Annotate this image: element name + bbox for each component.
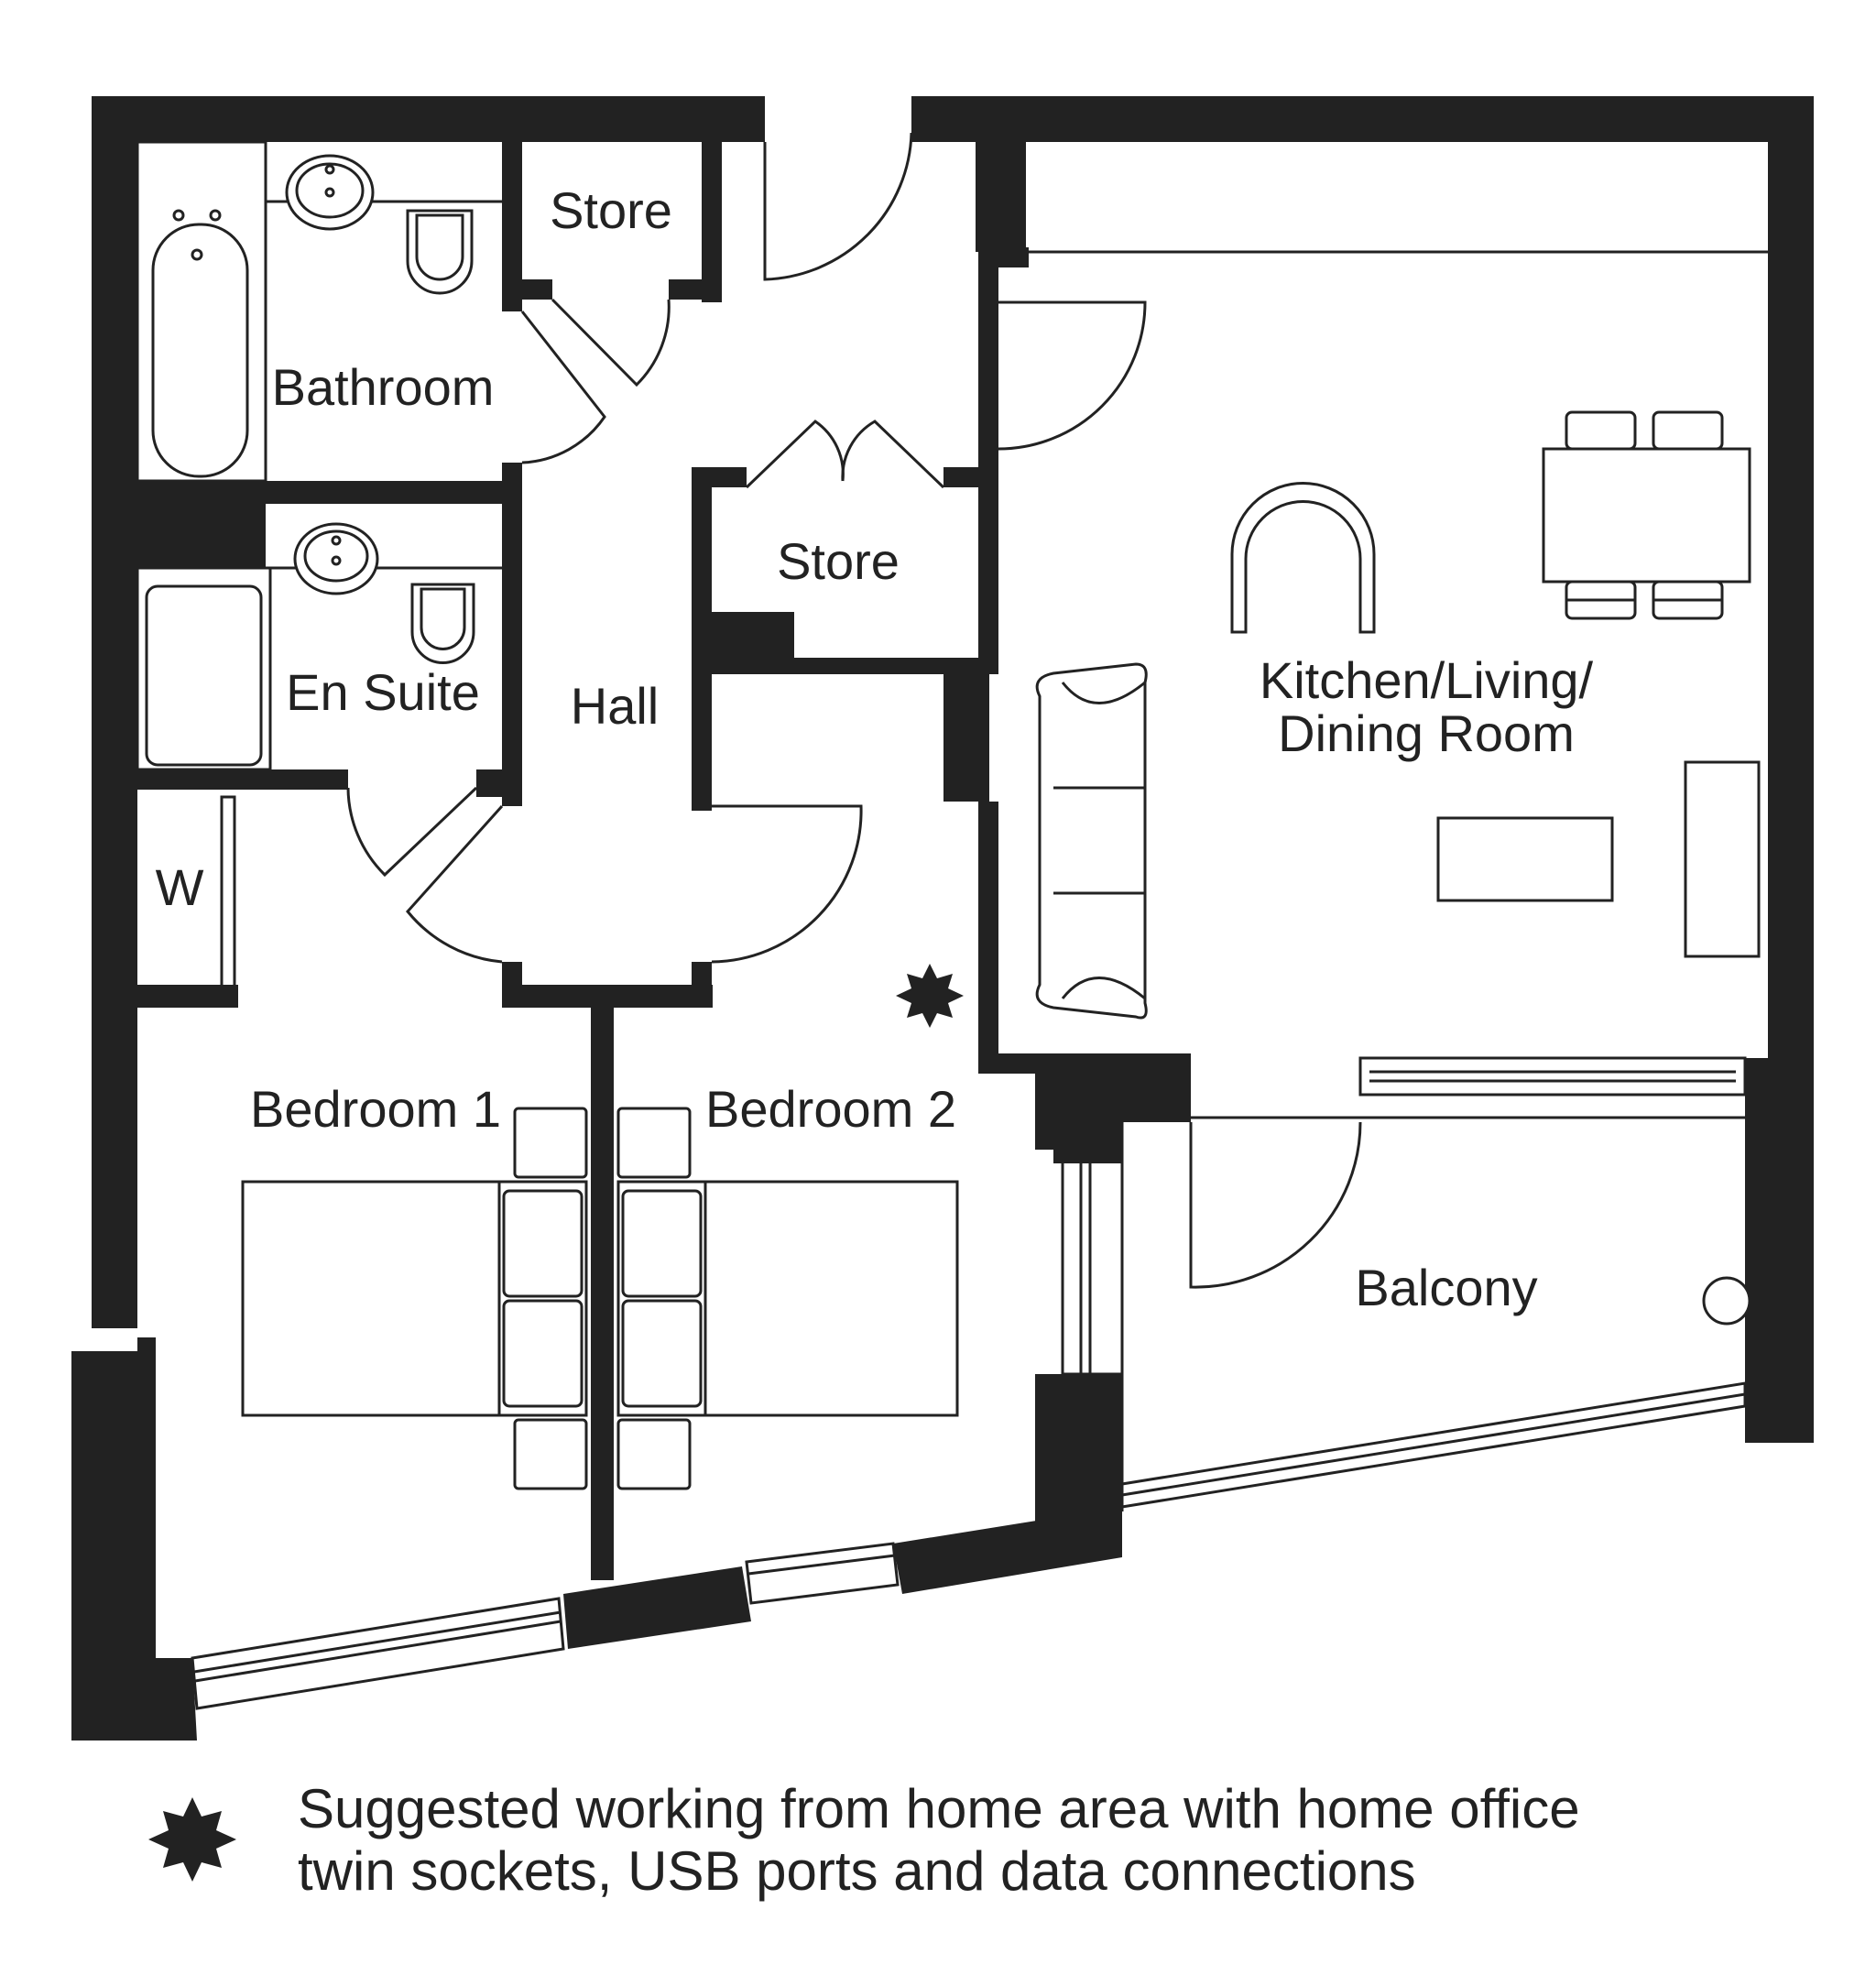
bathroom-fixtures	[136, 140, 502, 483]
label-kitchen-line1: Kitchen/Living/	[1260, 651, 1594, 709]
label-store-2: Store	[777, 532, 900, 590]
label-kitchen-line2: Dining Room	[1278, 704, 1575, 762]
outer-walls	[71, 96, 1814, 1740]
bedroom-2-furniture	[616, 1107, 959, 1490]
star-burst-icon	[896, 964, 964, 1028]
room-labels: Bathroom Store Store En Suite Hall W Kit…	[156, 181, 1594, 1316]
label-bedroom-2: Bedroom 2	[705, 1080, 956, 1138]
legend-line-1: Suggested working from home area with ho…	[298, 1778, 1580, 1839]
windows	[191, 250, 1768, 1710]
label-bathroom: Bathroom	[272, 358, 495, 416]
label-balcony: Balcony	[1355, 1259, 1537, 1316]
legend-line-2: twin sockets, USB ports and data connect…	[298, 1840, 1416, 1902]
label-bedroom-1: Bedroom 1	[250, 1080, 501, 1138]
interior-walls	[137, 142, 1122, 1580]
label-hall: Hall	[571, 677, 659, 735]
label-en-suite: En Suite	[286, 663, 480, 721]
legend: Suggested working from home area with ho…	[148, 1778, 1580, 1902]
doors	[220, 132, 1362, 1289]
label-store-1: Store	[550, 181, 672, 239]
living-furniture	[1035, 410, 1761, 1020]
label-wardrobe: W	[156, 858, 204, 916]
legend-star-burst-icon	[148, 1797, 236, 1882]
en-suite-fixtures	[136, 522, 502, 771]
bedroom-1-furniture	[241, 1107, 588, 1490]
balcony-fixtures	[1702, 1276, 1751, 1326]
